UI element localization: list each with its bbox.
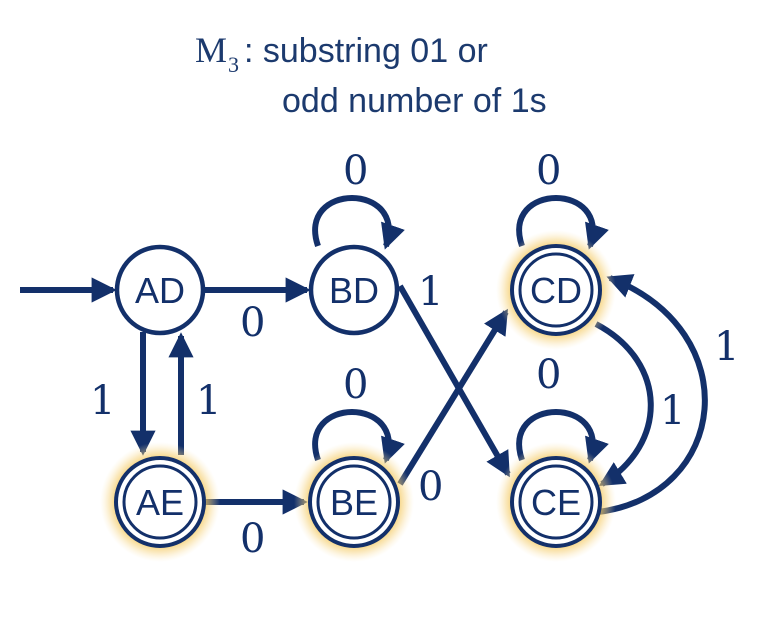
state-label-ae: AE — [136, 482, 184, 523]
edge-label-cd-cd: 0 — [536, 148, 561, 194]
edge-label-be-be: 0 — [343, 362, 368, 408]
edge-label-be-cd: 0 — [418, 464, 443, 510]
edge-be-cd — [397, 308, 509, 486]
edge-cd-ce — [594, 321, 654, 487]
state-label-ce: CE — [531, 482, 581, 523]
edge-label-ce-cd: 1 — [714, 324, 739, 370]
edge-label-bd-bd: 0 — [343, 148, 368, 194]
state-label-ad: AD — [135, 270, 185, 311]
state-bd: BD — [308, 244, 400, 336]
edge-label-ad-bd: 0 — [240, 300, 265, 346]
title-machine: M — [195, 30, 227, 70]
edge-ce-ce — [516, 409, 609, 464]
title-line-2: odd number of 1s — [282, 82, 547, 120]
edge-label-cd-ce: 1 — [660, 388, 685, 434]
state-be: BE — [294, 442, 414, 562]
edge-label-ad-ae: 1 — [90, 378, 115, 424]
edge-label-ae-ad: 1 — [196, 378, 221, 424]
state-label-cd: CD — [530, 270, 582, 311]
edge-be-be — [312, 409, 405, 464]
edge-ce-cd — [597, 274, 708, 515]
state-label-bd: BD — [329, 270, 379, 311]
edge-label-bd-ce: 1 — [418, 269, 443, 315]
transitions: 0 1 1 0 0 1 0 0 0 1 0 1 — [20, 148, 739, 562]
edge-bd-bd — [312, 195, 405, 250]
state-ce: CE — [496, 442, 616, 562]
edge-label-ae-be: 0 — [240, 516, 265, 562]
edge-label-ce-ce: 0 — [536, 352, 561, 398]
states: AD BD CD AE BE — [100, 230, 616, 562]
edge-bd-ce — [397, 284, 511, 478]
title-line-1: : substring 01 or — [244, 32, 488, 70]
edge-cd-cd — [516, 195, 609, 250]
state-ae: AE — [100, 442, 220, 562]
state-cd: CD — [496, 230, 616, 350]
title-subscript: 3 — [228, 52, 239, 77]
state-ad: AD — [114, 244, 206, 336]
state-label-be: BE — [330, 482, 378, 523]
diagram-title: M 3 : substring 01 or odd number of 1s — [195, 30, 547, 120]
